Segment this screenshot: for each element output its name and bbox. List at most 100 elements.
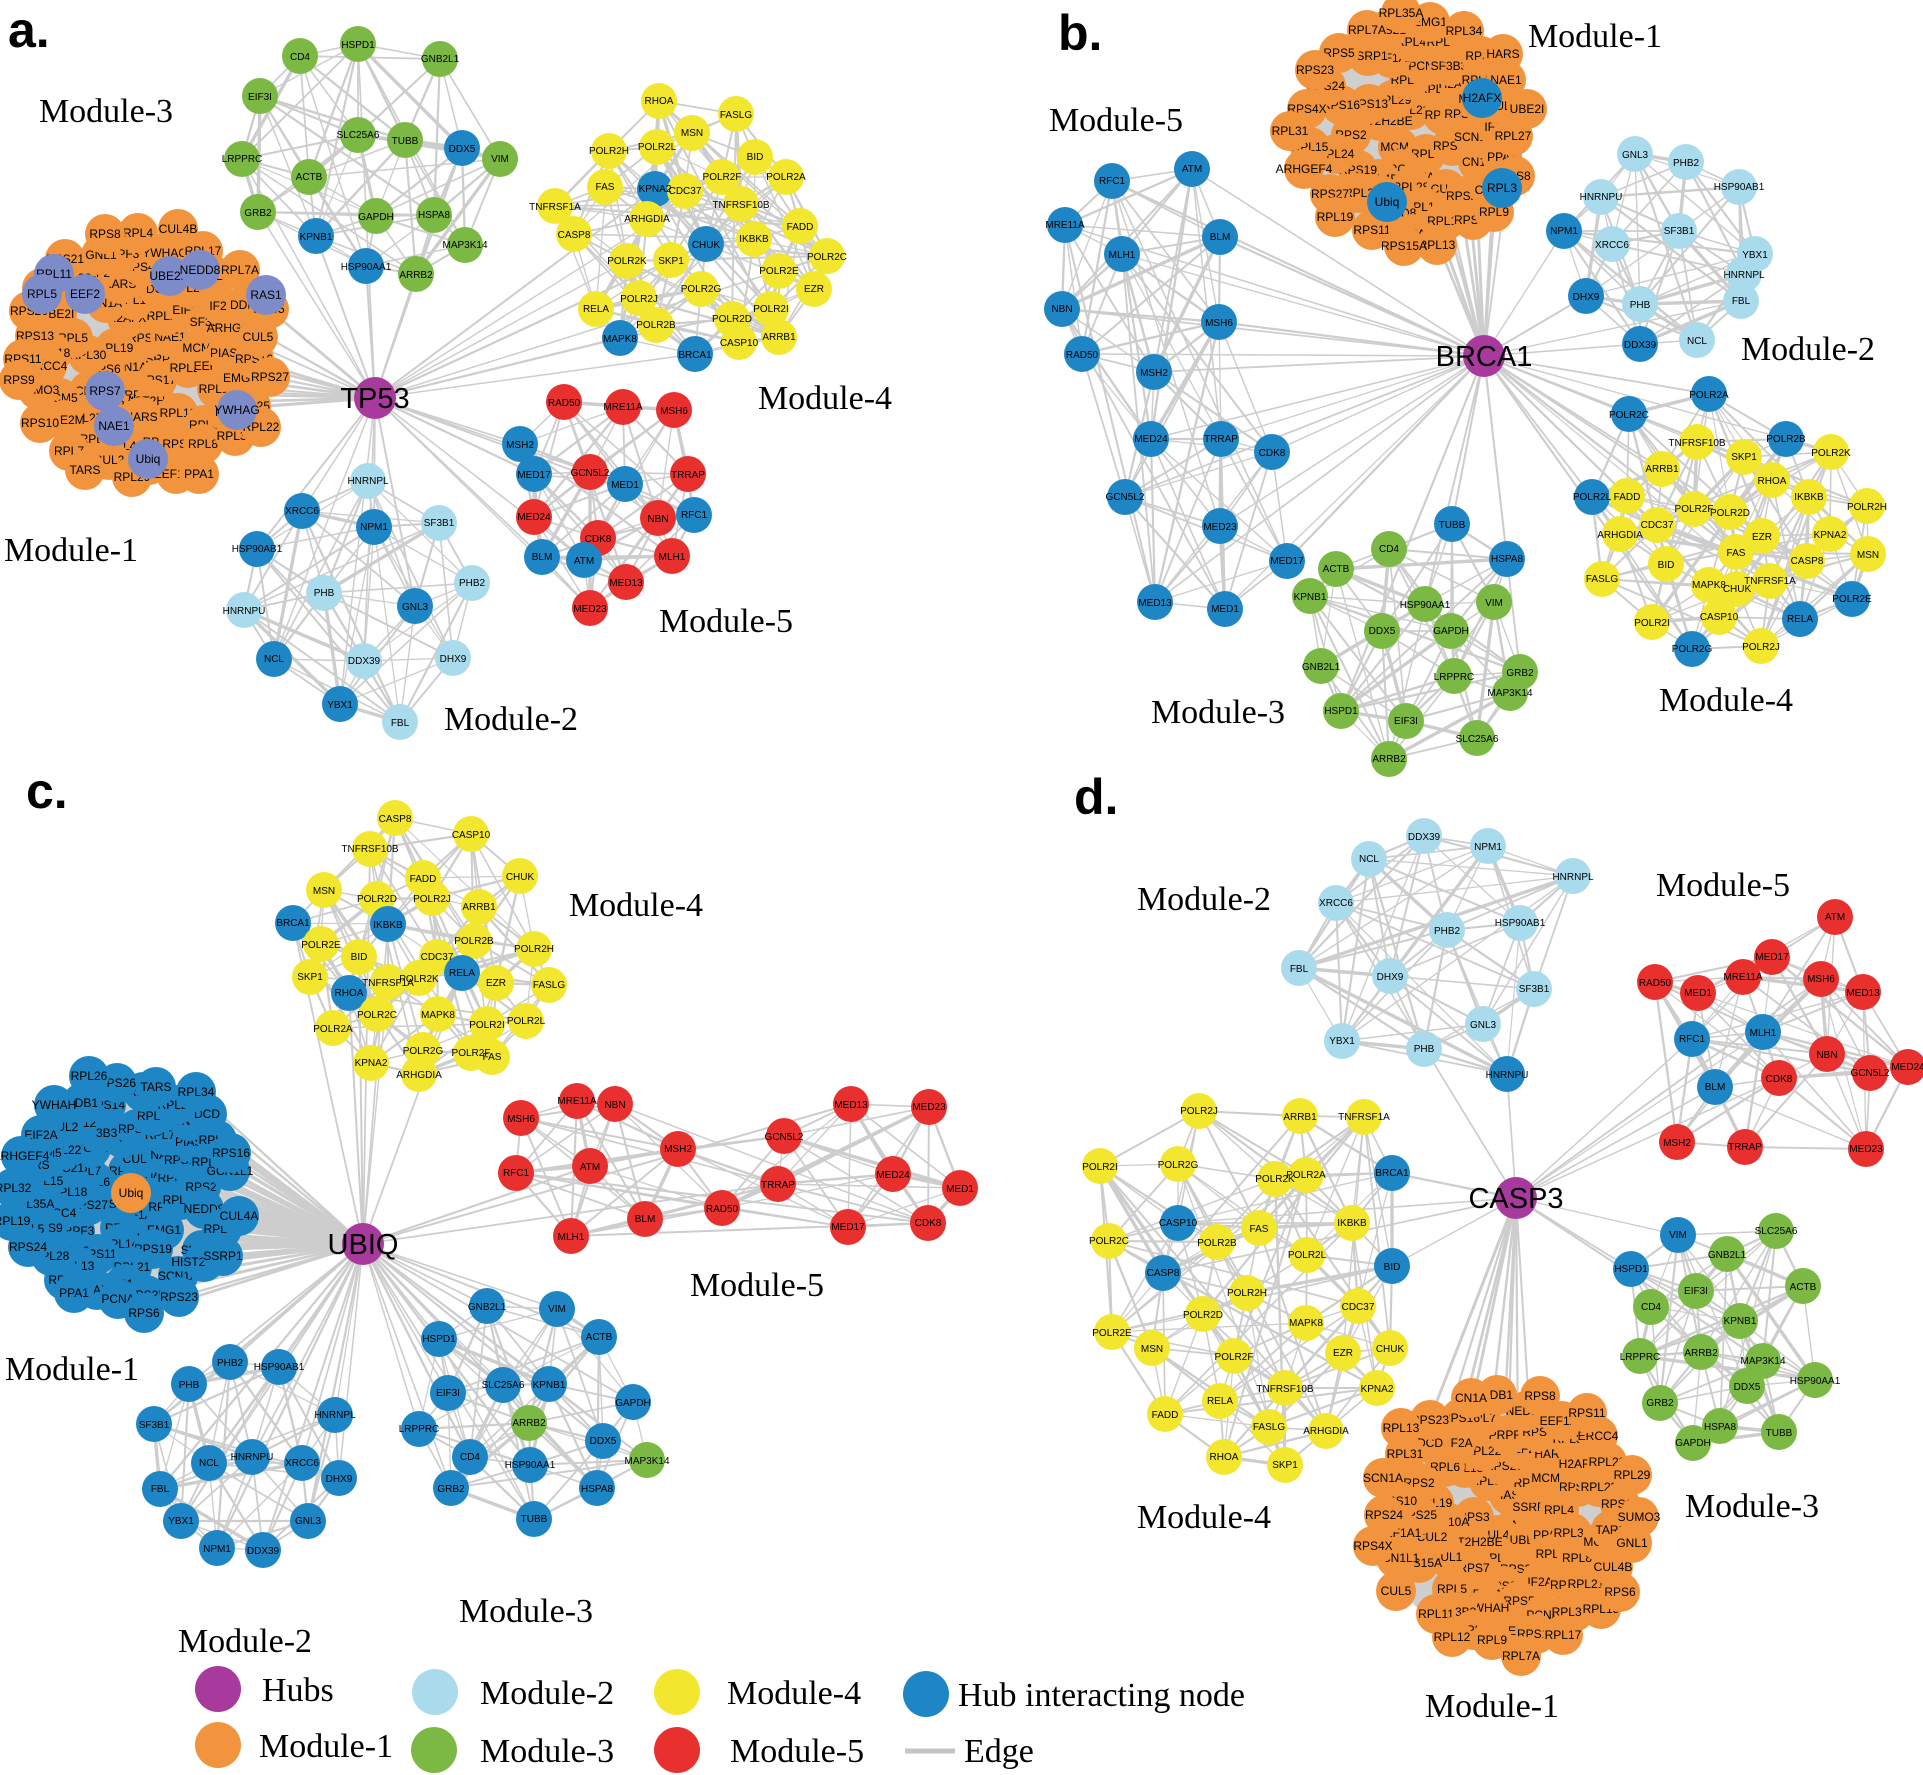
svg-text:GNL3: GNL3 [1622, 150, 1649, 161]
svg-text:PHB2: PHB2 [459, 578, 486, 589]
svg-text:KPNB1: KPNB1 [1724, 1316, 1757, 1327]
svg-text:POLR2L: POLR2L [638, 142, 677, 153]
svg-text:RPL34: RPL34 [1554, 1526, 1591, 1540]
svg-text:RPS23: RPS23 [160, 1290, 198, 1304]
svg-text:HNRNPL: HNRNPL [314, 1410, 356, 1421]
svg-text:GAPDH: GAPDH [358, 212, 394, 223]
svg-text:BID: BID [747, 152, 764, 163]
svg-text:Module-4: Module-4 [758, 380, 892, 417]
svg-text:GNL3: GNL3 [1470, 1020, 1497, 1031]
svg-text:YWHAG: YWHAG [142, 246, 187, 260]
svg-text:DDX5: DDX5 [1734, 1382, 1761, 1393]
svg-text:HSPA8: HSPA8 [1491, 554, 1523, 565]
svg-text:POLR2B: POLR2B [454, 936, 494, 947]
svg-text:EMG1: EMG1 [1413, 15, 1447, 29]
svg-text:CHUK: CHUK [692, 240, 721, 251]
svg-text:RPS27: RPS27 [1311, 187, 1349, 201]
svg-text:Module-2: Module-2 [480, 1675, 614, 1712]
svg-text:RPL19: RPL19 [1317, 210, 1354, 224]
svg-text:POLR2D: POLR2D [712, 314, 752, 325]
svg-text:GRB2: GRB2 [437, 1484, 465, 1495]
svg-text:PHB: PHB [179, 1380, 200, 1391]
svg-text:FASLG: FASLG [1253, 1422, 1285, 1433]
svg-text:DDX5: DDX5 [449, 144, 476, 155]
svg-text:ARRB2: ARRB2 [512, 1418, 546, 1429]
svg-text:Module-5: Module-5 [730, 1733, 864, 1770]
svg-text:RPL8: RPL8 [1562, 1551, 1592, 1565]
svg-text:POLR2G: POLR2G [1158, 1160, 1199, 1171]
svg-text:DDB1: DDB1 [66, 1096, 98, 1110]
svg-text:RHOA: RHOA [335, 988, 364, 999]
svg-text:RPL29: RPL29 [1614, 1468, 1651, 1482]
svg-text:TUBB: TUBB [392, 136, 419, 147]
svg-text:SCN1A: SCN1A [1363, 1471, 1403, 1485]
svg-text:Module-2: Module-2 [444, 701, 578, 738]
svg-text:ARRB2: ARRB2 [1372, 754, 1406, 765]
svg-text:CASP10: CASP10 [720, 338, 759, 349]
svg-text:SKP1: SKP1 [297, 972, 323, 983]
svg-text:RPL13: RPL13 [1419, 238, 1456, 252]
svg-text:RPL17: RPL17 [1545, 1628, 1582, 1642]
svg-text:SLC25A6: SLC25A6 [1755, 1226, 1798, 1237]
svg-text:RELA: RELA [449, 968, 475, 979]
svg-text:FBL: FBL [391, 718, 410, 729]
svg-text:DHX9: DHX9 [440, 654, 467, 665]
svg-text:POLR2H: POLR2H [589, 146, 629, 157]
svg-text:KPNA2: KPNA2 [355, 1058, 388, 1069]
svg-text:SF3B1: SF3B1 [424, 518, 455, 529]
svg-text:CASP8: CASP8 [379, 814, 412, 825]
svg-text:DDX39: DDX39 [247, 1546, 280, 1557]
svg-text:SLC25A6: SLC25A6 [1456, 734, 1499, 745]
svg-text:RPL7A: RPL7A [1502, 1649, 1540, 1663]
svg-text:SLC25A6: SLC25A6 [337, 130, 380, 141]
svg-text:TRRAP: TRRAP [671, 470, 705, 481]
svg-text:Module-4: Module-4 [569, 887, 703, 924]
svg-text:ARHGDIA: ARHGDIA [396, 1070, 442, 1081]
svg-text:TARS: TARS [69, 463, 100, 477]
svg-text:RHOA: RHOA [645, 96, 674, 107]
svg-text:RAS1: RAS1 [250, 288, 282, 302]
svg-text:MED24: MED24 [1134, 434, 1168, 445]
svg-text:MSH6: MSH6 [1205, 318, 1233, 329]
svg-text:POLR2F: POLR2F [452, 1048, 491, 1059]
svg-text:IKBKB: IKBKB [1794, 492, 1824, 503]
svg-text:CUL5: CUL5 [1381, 1584, 1412, 1598]
svg-text:HSP90AB1: HSP90AB1 [1495, 918, 1546, 929]
svg-text:CUL5: CUL5 [243, 330, 274, 344]
svg-text:Module-5: Module-5 [1656, 867, 1790, 904]
svg-text:MED17: MED17 [1755, 952, 1789, 963]
svg-text:POLR2L: POLR2L [1573, 492, 1612, 503]
svg-text:HNRNPU: HNRNPU [223, 606, 266, 617]
svg-text:Hubs: Hubs [262, 1672, 334, 1709]
svg-text:SUMO3: SUMO3 [1618, 1510, 1661, 1524]
svg-text:ARHGDIA: ARHGDIA [1597, 530, 1643, 541]
svg-text:Module-3: Module-3 [1151, 694, 1285, 731]
svg-text:HSP90AA1: HSP90AA1 [1790, 1376, 1841, 1387]
svg-text:EIF3I: EIF3I [436, 1388, 460, 1399]
svg-text:PRPF3: PRPF3 [1489, 1428, 1528, 1442]
svg-text:CUL4B: CUL4B [1594, 1560, 1633, 1574]
svg-text:RPL6: RPL6 [1430, 1460, 1460, 1474]
svg-text:POLR2D: POLR2D [1183, 1310, 1223, 1321]
svg-text:CDK8: CDK8 [585, 534, 612, 545]
svg-text:POLR2K: POLR2K [399, 974, 439, 985]
svg-text:GNB2L1: GNB2L1 [1708, 1250, 1747, 1261]
svg-text:CHUK: CHUK [506, 872, 535, 883]
svg-text:NCL: NCL [199, 1458, 219, 1469]
svg-text:RPL21: RPL21 [1568, 1577, 1605, 1591]
svg-text:RPS6: RPS6 [128, 1306, 160, 1320]
svg-text:Hub interacting node: Hub interacting node [958, 1677, 1245, 1714]
svg-text:POLR2H: POLR2H [514, 944, 554, 955]
svg-text:MSH2: MSH2 [664, 1144, 692, 1155]
svg-text:DHX9: DHX9 [1573, 292, 1600, 303]
svg-text:MRE11A: MRE11A [603, 402, 643, 413]
svg-text:FASLG: FASLG [720, 110, 752, 121]
svg-text:RPS23: RPS23 [1411, 1413, 1449, 1427]
svg-text:FAS: FAS [1727, 548, 1746, 559]
svg-text:NPM1: NPM1 [360, 522, 388, 533]
svg-text:KPNA2: KPNA2 [639, 184, 672, 195]
svg-text:MRE11A: MRE11A [1723, 972, 1763, 983]
svg-text:POLR2C: POLR2C [1089, 1236, 1129, 1247]
svg-text:GNB2L1: GNB2L1 [1302, 662, 1341, 673]
svg-text:MED17: MED17 [517, 470, 551, 481]
